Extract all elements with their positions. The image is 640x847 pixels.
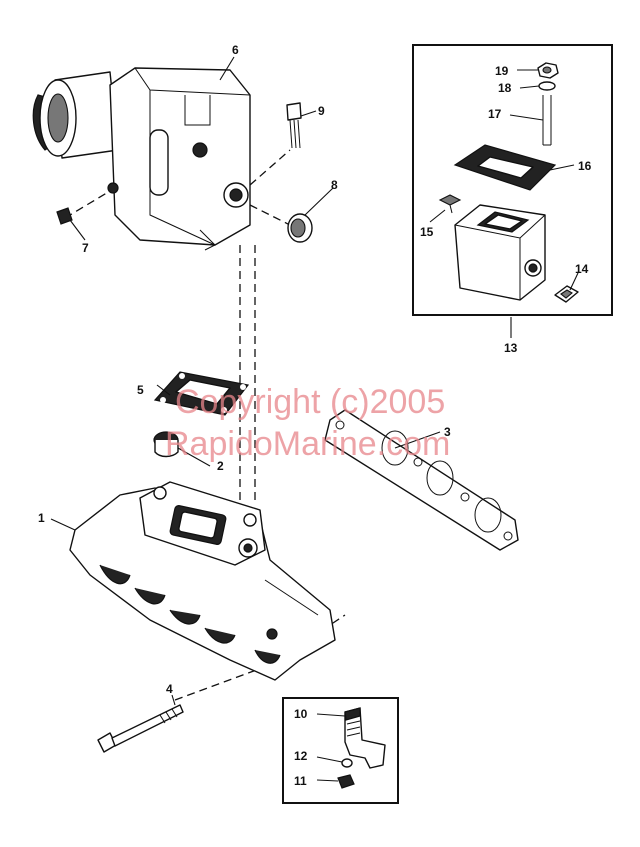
callout-10: 10 — [294, 707, 308, 721]
callout-6: 6 — [232, 43, 239, 57]
callout-3: 3 — [444, 425, 451, 439]
callout-16: 16 — [578, 159, 592, 173]
callout-11: 11 — [294, 774, 307, 788]
callout-9: 9 — [318, 104, 325, 118]
callout-17: 17 — [488, 107, 502, 121]
callout-19: 19 — [495, 64, 509, 78]
callout-7: 7 — [82, 241, 89, 255]
inset-box-part-13 — [412, 44, 613, 316]
callout-4: 4 — [166, 682, 173, 696]
long-bolt-part-4 — [97, 704, 184, 753]
callout-14: 14 — [575, 262, 589, 276]
inset-box-parts-10-12 — [282, 697, 399, 804]
callout-18: 18 — [498, 81, 512, 95]
watermark-line-2: RapidoMarine.com — [165, 425, 450, 463]
manifold-gasket-part-3 — [324, 409, 519, 551]
plug-part-2 — [153, 431, 179, 458]
callout-1: 1 — [38, 511, 45, 525]
callout-5: 5 — [137, 383, 144, 397]
leader-lines — [50, 56, 579, 782]
callout-13: 13 — [504, 341, 518, 355]
callout-12: 12 — [294, 749, 308, 763]
bolt-part-9 — [286, 102, 302, 149]
gasket-part-5 — [153, 371, 250, 416]
watermark: Copyright (c)2005 RapidoMarine.com — [165, 383, 450, 463]
exhaust-manifold-part-1 — [69, 481, 336, 681]
drain-plug-part-8 — [287, 213, 313, 243]
callout-8: 8 — [331, 178, 338, 192]
elbow-riser-part-6 — [32, 67, 251, 251]
watermark-line-1: Copyright (c)2005 — [175, 383, 445, 421]
callout-2: 2 — [217, 459, 224, 473]
plug-part-7 — [56, 207, 73, 225]
callout-numbers: 1 2 3 4 5 6 7 8 9 10 11 12 13 14 15 16 1… — [38, 43, 592, 788]
callout-15: 15 — [420, 225, 434, 239]
